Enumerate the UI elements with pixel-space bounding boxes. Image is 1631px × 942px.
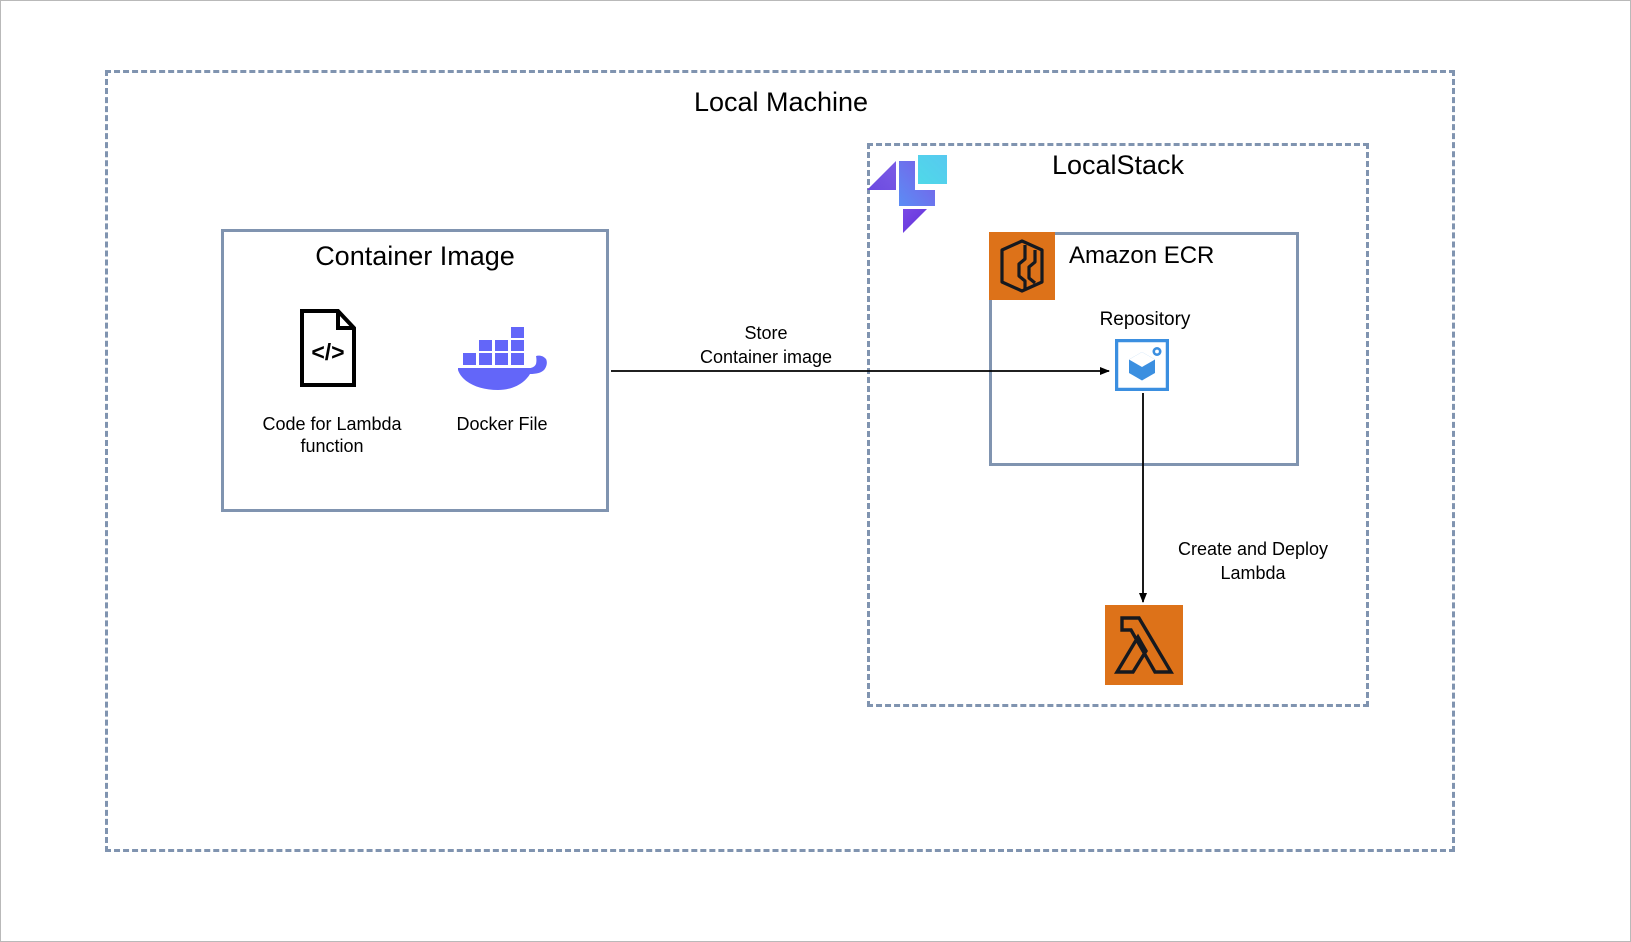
localstack-logo-icon <box>865 150 949 234</box>
svg-text:</>: </> <box>311 339 344 365</box>
create-deploy-lambda-label: Create and Deploy Lambda <box>1177 539 1329 583</box>
ecr-repository-icon <box>1114 338 1170 392</box>
amazon-ecr-title: Amazon ECR <box>1069 242 1215 269</box>
docker-file-caption: Docker File <box>456 414 548 434</box>
store-container-image-label: Store Container image <box>699 323 833 367</box>
code-file-caption: Code for Lambda function <box>262 414 402 456</box>
aws-lambda-icon <box>1105 605 1183 685</box>
docker-whale-icon <box>456 326 548 392</box>
repository-caption: Repository <box>1099 309 1191 330</box>
code-file-icon: </> <box>298 308 358 388</box>
localstack-boundary <box>867 143 1369 707</box>
container-image-title: Container Image <box>315 241 515 271</box>
amazon-ecr-icon <box>989 232 1055 300</box>
local-machine-boundary <box>105 70 1455 852</box>
localstack-title: LocalStack <box>1051 150 1185 180</box>
container-image-box <box>221 229 609 512</box>
local-machine-title: Local Machine <box>693 87 869 117</box>
